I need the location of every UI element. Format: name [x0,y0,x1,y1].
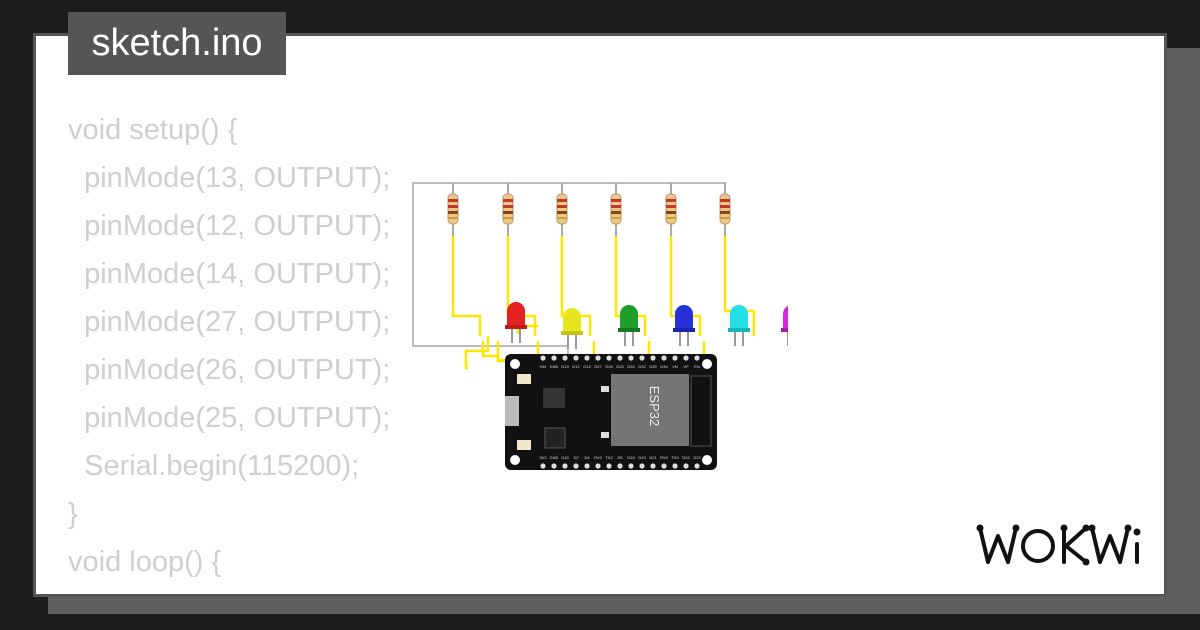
led-cyan[interactable] [728,305,750,346]
usb-port [505,396,519,426]
code-line: } [68,498,78,530]
wokwi-logo [976,524,1141,566]
resistor[interactable] [665,183,677,236]
svg-text:D5: D5 [617,455,623,460]
code-line: pinMode(27, OUTPUT); [68,306,391,338]
svg-text:D25: D25 [616,364,624,369]
led-red[interactable] [505,302,527,343]
led-yellow[interactable] [561,308,583,349]
code-line: Serial.begin(115200); [68,450,360,482]
led-wires [464,336,490,370]
code-line: void setup() { [68,114,238,146]
resistor[interactable] [447,183,459,236]
file-tab-title: sketch.ino [91,22,263,64]
code-line: pinMode(26, OUTPUT); [68,354,391,386]
svg-text:EN: EN [694,364,700,369]
led-blue[interactable] [673,305,695,346]
code-line: void loop() { [68,546,222,578]
code-line: pinMode(13, OUTPUT); [68,162,391,194]
svg-text:D18: D18 [627,455,635,460]
svg-text:VN: VN [672,364,678,369]
svg-text:D32: D32 [638,364,646,369]
code-line: pinMode(14, OUTPUT); [68,258,391,290]
svg-text:D34: D34 [660,364,668,369]
resistor-group [447,183,731,236]
resistor[interactable] [610,183,622,236]
resistor[interactable] [502,183,514,236]
circuit-diagram [412,182,788,370]
svg-text:RX2: RX2 [594,455,603,460]
led-group [505,302,788,349]
svg-text:RX0: RX0 [660,455,669,460]
resistor[interactable] [556,183,568,236]
led-magenta[interactable] [781,305,788,346]
svg-text:D27: D27 [594,364,602,369]
file-tab[interactable]: sketch.ino [68,12,286,75]
led-green[interactable] [618,305,640,346]
code-line: pinMode(12, OUTPUT); [68,210,391,242]
svg-text:D19: D19 [638,455,646,460]
svg-text:TX0: TX0 [671,455,679,460]
svg-text:D22: D22 [682,455,690,460]
svg-text:D26: D26 [605,364,613,369]
svg-text:VP: VP [683,364,689,369]
svg-text:D14: D14 [583,364,591,369]
svg-text:D15: D15 [561,455,569,460]
svg-text:VIN: VIN [540,364,547,369]
svg-text:D35: D35 [649,364,657,369]
svg-text:GND: GND [550,364,559,369]
chip-label: ESP32 [647,386,662,426]
code-editor: void setup() { pinMode(13, OUTPUT); pinM… [68,106,390,586]
svg-text:D23: D23 [693,455,701,460]
code-line: pinMode(25, OUTPUT); [68,402,391,434]
resistor[interactable] [719,183,731,236]
svg-text:D2: D2 [573,455,579,460]
preview-card: void setup() { pinMode(13, OUTPUT); pinM… [33,33,1167,597]
svg-text:D12: D12 [572,364,580,369]
svg-text:TX2: TX2 [605,455,613,460]
esp32-chip [611,374,689,446]
pin-row-top [540,355,700,361]
svg-text:GND: GND [550,455,559,460]
svg-text:D4: D4 [584,455,590,460]
svg-text:D33: D33 [627,364,635,369]
svg-text:3V3: 3V3 [539,455,547,460]
svg-text:D13: D13 [561,364,569,369]
pin-row-bottom [540,463,700,469]
svg-text:D21: D21 [649,455,657,460]
